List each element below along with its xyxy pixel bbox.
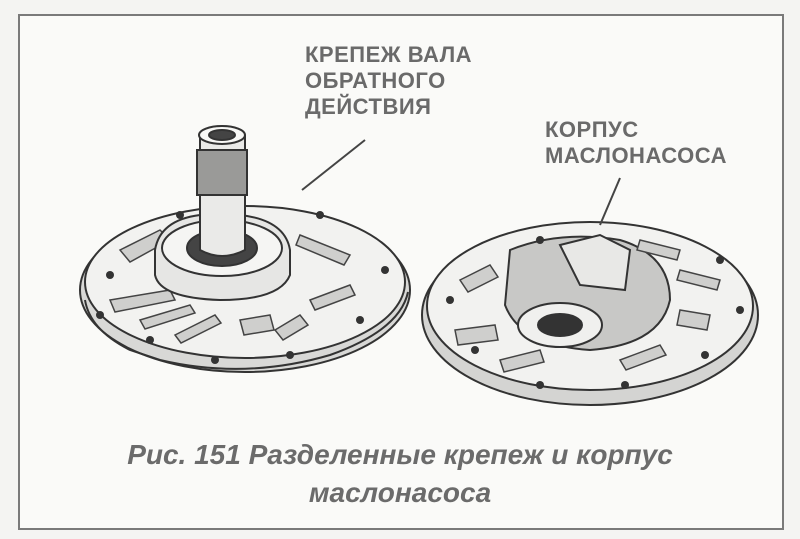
caption-line-2: маслонасоса bbox=[308, 477, 492, 508]
leader-line-shaft-mount bbox=[301, 139, 366, 191]
label-line: КОРПУС bbox=[545, 117, 639, 142]
label-line: КРЕПЕЖ ВАЛА bbox=[305, 42, 473, 67]
pump-body-drawing bbox=[421, 221, 759, 406]
label-line: ОБРАТНОГО bbox=[305, 68, 446, 93]
leader-line-pump-body bbox=[599, 177, 621, 226]
label-line: МАСЛОНАСОСА bbox=[545, 143, 727, 168]
label-pump-body: КОРПУС МАСЛОНАСОСА bbox=[545, 117, 727, 169]
figure-caption: Рис. 151 Разделенные крепеж и корпус мас… bbox=[40, 436, 760, 512]
label-reverse-shaft-mount: КРЕПЕЖ ВАЛА ОБРАТНОГО ДЕЙСТВИЯ bbox=[305, 42, 472, 120]
caption-line-1: Рис. 151 Разделенные крепеж и корпус bbox=[127, 439, 673, 470]
leader-lines bbox=[301, 139, 621, 226]
label-line: ДЕЙСТВИЯ bbox=[305, 94, 432, 119]
reverse-shaft-mount-drawing bbox=[79, 125, 411, 373]
